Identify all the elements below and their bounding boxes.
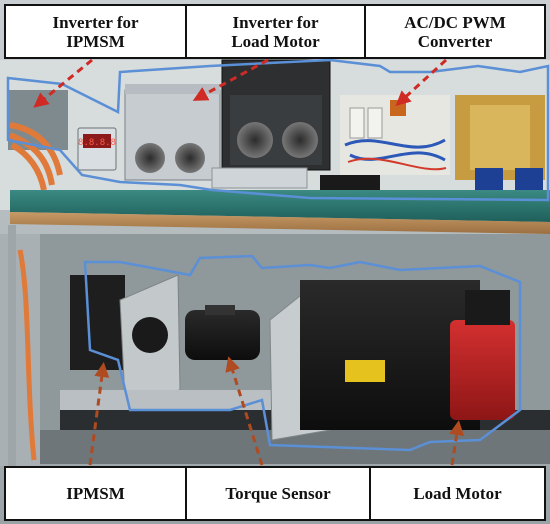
highlight-outlines bbox=[6, 58, 550, 452]
bottom-arrows bbox=[88, 356, 465, 466]
load-motor bbox=[269, 279, 515, 441]
label-load-motor: Load Motor bbox=[369, 466, 546, 521]
ipmsm-motor bbox=[70, 274, 181, 401]
label-inverter-ipmsm: Inverter for IPMSM bbox=[4, 4, 187, 59]
label-ipmsm: IPMSM bbox=[4, 466, 187, 521]
svg-text:8.8.8.8: 8.8.8.8 bbox=[78, 138, 116, 148]
top-arrows bbox=[33, 58, 448, 108]
torque-sensor bbox=[185, 305, 260, 360]
load-motor-inverter bbox=[221, 59, 331, 171]
ipmsm-inverter bbox=[124, 84, 221, 181]
upper-shelf: 8.8.8.8 bbox=[8, 59, 545, 194]
panel-meter-display bbox=[83, 134, 111, 148]
label-inverter-load-motor: Inverter for Load Motor bbox=[185, 4, 366, 59]
label-torque-sensor: Torque Sensor bbox=[185, 466, 371, 521]
pwm-converter bbox=[340, 95, 545, 194]
label-ac-dc-converter: AC/DC PWM Converter bbox=[364, 4, 546, 59]
